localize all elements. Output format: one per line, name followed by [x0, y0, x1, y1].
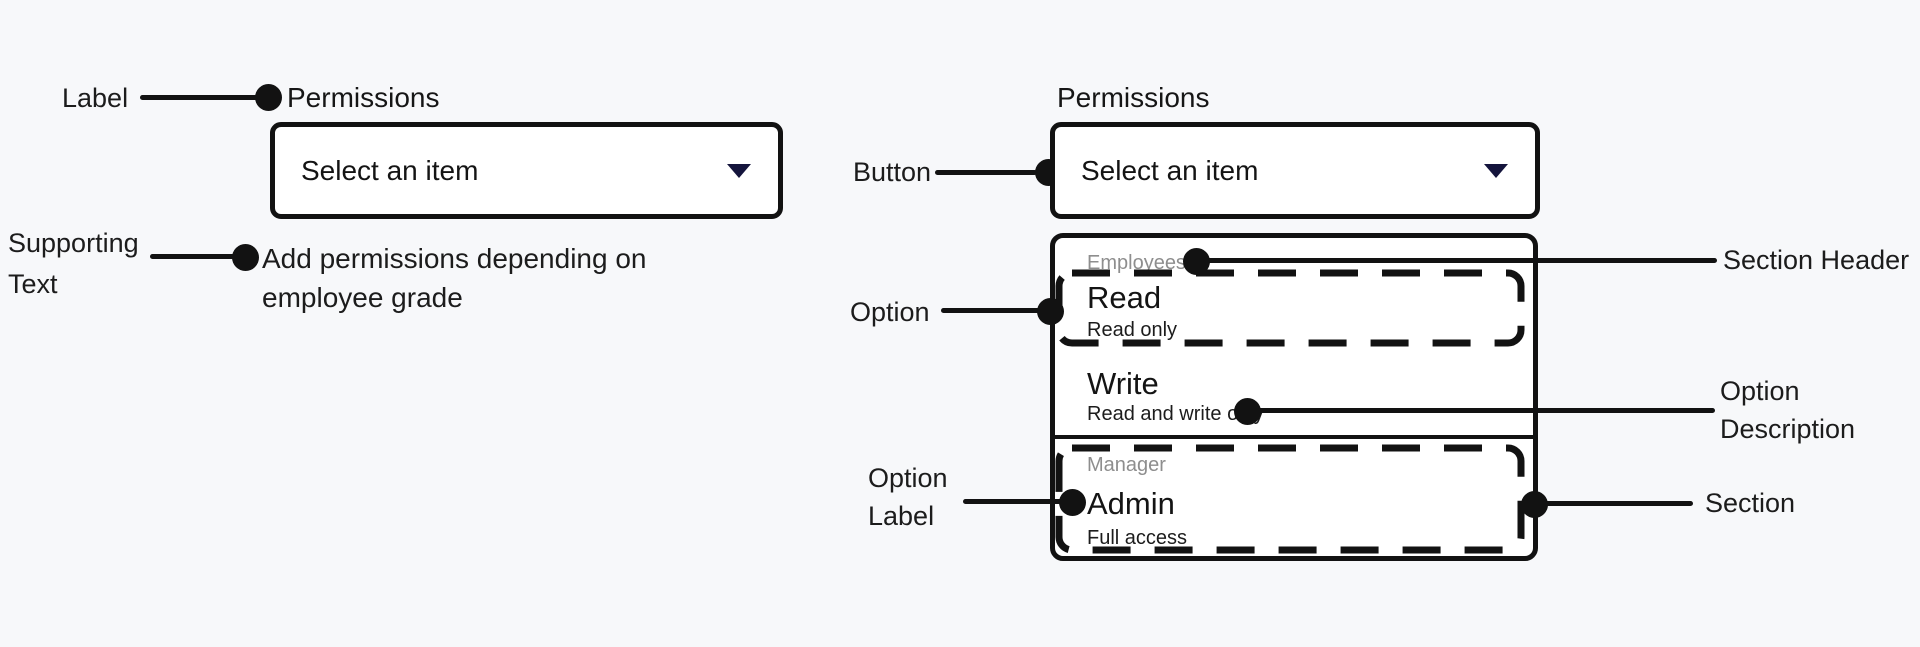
annotation-option: Option — [850, 297, 930, 327]
annotation-section: Section — [1705, 488, 1796, 518]
select-button-open-text: Select an item — [1081, 154, 1259, 186]
leader-line-section-header — [1205, 258, 1717, 263]
leader-dot-section-header — [1183, 248, 1210, 275]
field-label-open: Permissions — [1057, 82, 1210, 113]
leader-line-section — [1545, 501, 1693, 506]
chevron-down-icon — [727, 163, 751, 178]
leader-dot-section — [1521, 491, 1548, 518]
option-description-text: Read only — [1087, 319, 1178, 341]
leader-dot-supporting-text — [232, 244, 259, 271]
leader-line-label — [140, 95, 258, 100]
leader-line-option — [941, 308, 1041, 313]
leader-line-option-label — [963, 499, 1063, 504]
supporting-text: Add permissions depending on employee gr… — [262, 243, 647, 313]
annotation-option-description: Option Description — [1720, 376, 1856, 444]
option-label-text: Write — [1087, 366, 1159, 401]
section-header-employees: Employees — [1087, 252, 1186, 274]
leader-line-button — [935, 170, 1037, 175]
select-button-open[interactable]: Select an item — [1050, 122, 1540, 219]
leader-dot-option-label — [1059, 489, 1086, 516]
leader-line-supporting-text — [150, 254, 235, 259]
annotation-supporting-text: Supporting Text — [8, 228, 139, 299]
annotation-section-header: Section Header — [1723, 245, 1910, 275]
leader-line-option-description — [1258, 408, 1715, 413]
select-button-text: Select an item — [301, 154, 479, 186]
dropdown-listbox: Employees Read Read only Write Read and … — [1050, 233, 1538, 561]
select-button[interactable]: Select an item — [270, 122, 783, 219]
annotation-option-label: Option Label — [868, 463, 948, 531]
chevron-down-icon — [1484, 163, 1508, 178]
annotation-label: Label — [62, 83, 129, 113]
option-label-text: Admin — [1087, 486, 1175, 521]
option-label-text: Read — [1087, 280, 1162, 315]
section-header-manager: Manager — [1087, 454, 1166, 476]
option-description-text: Full access — [1087, 527, 1188, 549]
option-description-text: Read and write only — [1087, 403, 1264, 425]
leader-dot-option-description — [1234, 398, 1261, 425]
section-divider — [1055, 435, 1533, 439]
leader-dot-option — [1037, 298, 1064, 325]
annotation-button: Button — [853, 157, 932, 187]
field-label: Permissions — [287, 82, 440, 113]
leader-dot-label — [255, 84, 282, 111]
